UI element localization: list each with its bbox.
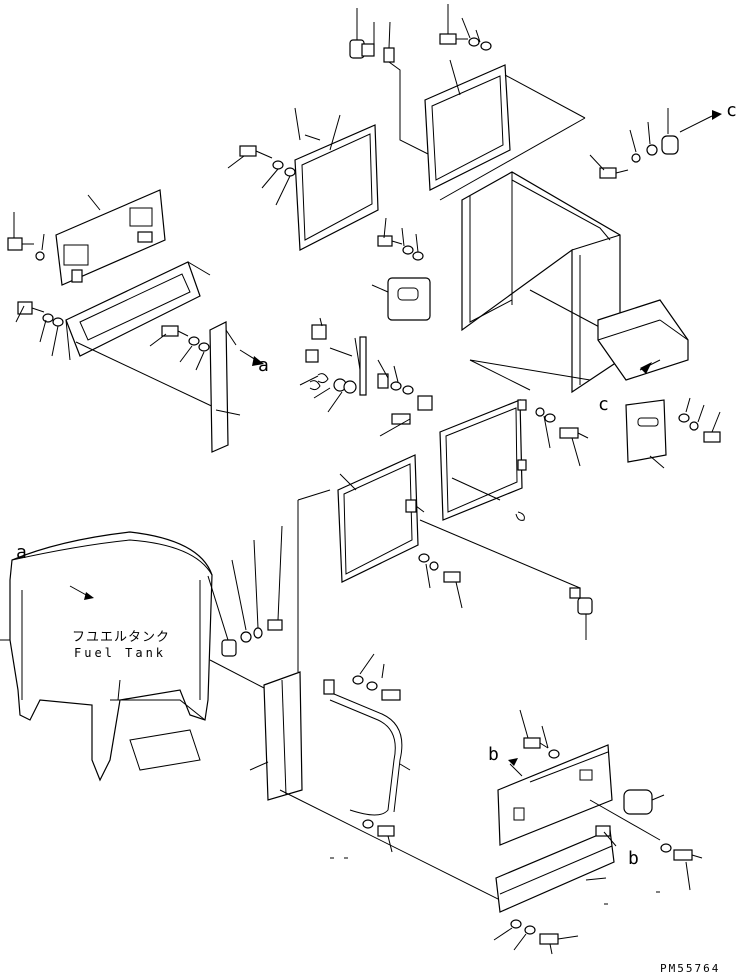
lower-bottom-plate [493,825,703,955]
middle-door-with-latch [337,454,593,640]
fuel-tank [0,531,269,782]
marker-c-top: c [726,100,737,121]
middle-upper-door-panel [294,107,379,251]
top-latch-assembly [349,8,441,161]
left-lower-frame [65,261,221,411]
fuel-tank-label-en: Fuel Tank [74,646,167,660]
marker-c-mid: c [598,394,609,415]
tank-spacer-bolt-set [207,525,283,657]
battery-box-cabinet [461,171,621,394]
dash-marks [330,857,660,905]
left-upper-bolt-set [7,212,45,261]
center-left-bolt-set [149,325,210,371]
center-right-door [439,399,589,521]
marker-a-top: a [258,355,269,376]
top-right-fastener-row [589,108,722,179]
center-latch-cluster [299,317,367,413]
left-upper-cover-panel [55,189,166,286]
grab-handle-rail [279,653,511,906]
marker-a-left: a [16,542,27,563]
marker-b-right: b [628,848,639,869]
middle-upper-bolt-set [227,145,296,206]
vertical-hinge-strip [209,321,264,453]
left-lower-bolt-set [15,301,64,357]
lower-right-cover-assembly [497,709,665,846]
center-right-bolt-set [377,359,433,437]
drawing-code: PM55764 [660,962,721,975]
marker-b-left: b [488,744,499,765]
upper-right-cover-plate [424,59,586,201]
lower-vertical-stand [249,489,331,801]
top-bolt-set [439,4,492,51]
center-handle-box [371,217,431,321]
right-handle-plate [625,397,721,469]
fuel-tank-label-jp: フユエルタンク [72,630,171,645]
right-side-bracket [469,299,689,391]
